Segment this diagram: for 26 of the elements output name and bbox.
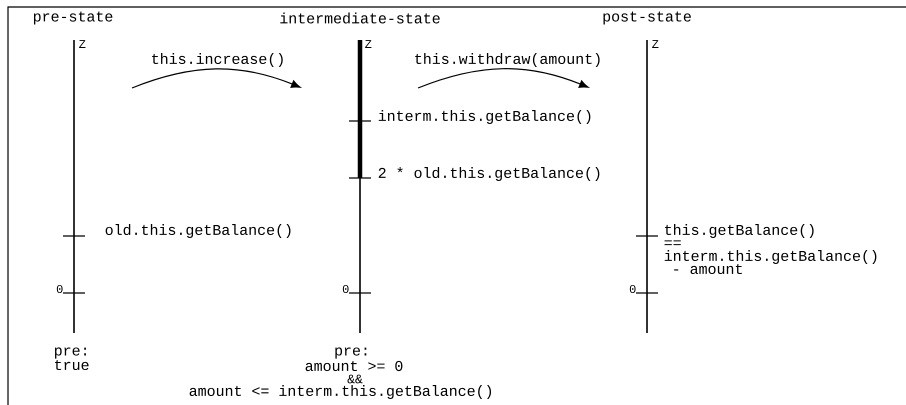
- condition-text: this.getBalance(): [665, 224, 814, 238]
- condition-text: &&: [348, 374, 362, 384]
- condition-text: interm.this.getBalance(): [664, 250, 876, 264]
- tick-label: 0: [630, 284, 636, 294]
- arrow: [418, 68, 588, 89]
- edge-label: this.increase(): [150, 52, 286, 68]
- condition-text: - amount: [674, 264, 742, 274]
- condition-text: pre:: [55, 347, 86, 359]
- tick-label: 0: [342, 284, 349, 294]
- tick-label: 0: [56, 284, 63, 294]
- edge-label: this.withdraw(amount): [412, 52, 604, 68]
- state-heading: post-state: [603, 11, 691, 25]
- axis-label: Z: [365, 40, 372, 48]
- condition-text: true: [55, 360, 89, 370]
- condition-text: amount >= 0: [306, 360, 402, 372]
- state-heading: intermediate-state: [280, 12, 440, 24]
- tick-label: interm.this.getBalance(): [378, 110, 590, 124]
- tick-label: 2 * old.this.getBalance(): [378, 167, 600, 181]
- tick-label: old.this.getBalance(): [106, 224, 290, 238]
- condition-text: pre:: [335, 347, 366, 359]
- condition-text: amount <= interm.this.getBalance(): [190, 385, 492, 399]
- axis-label: Z: [79, 40, 86, 48]
- state-heading: pre-state: [34, 11, 112, 25]
- arrow: [132, 68, 300, 89]
- condition-text: ==: [664, 240, 681, 246]
- axis-label: Z: [652, 40, 658, 48]
